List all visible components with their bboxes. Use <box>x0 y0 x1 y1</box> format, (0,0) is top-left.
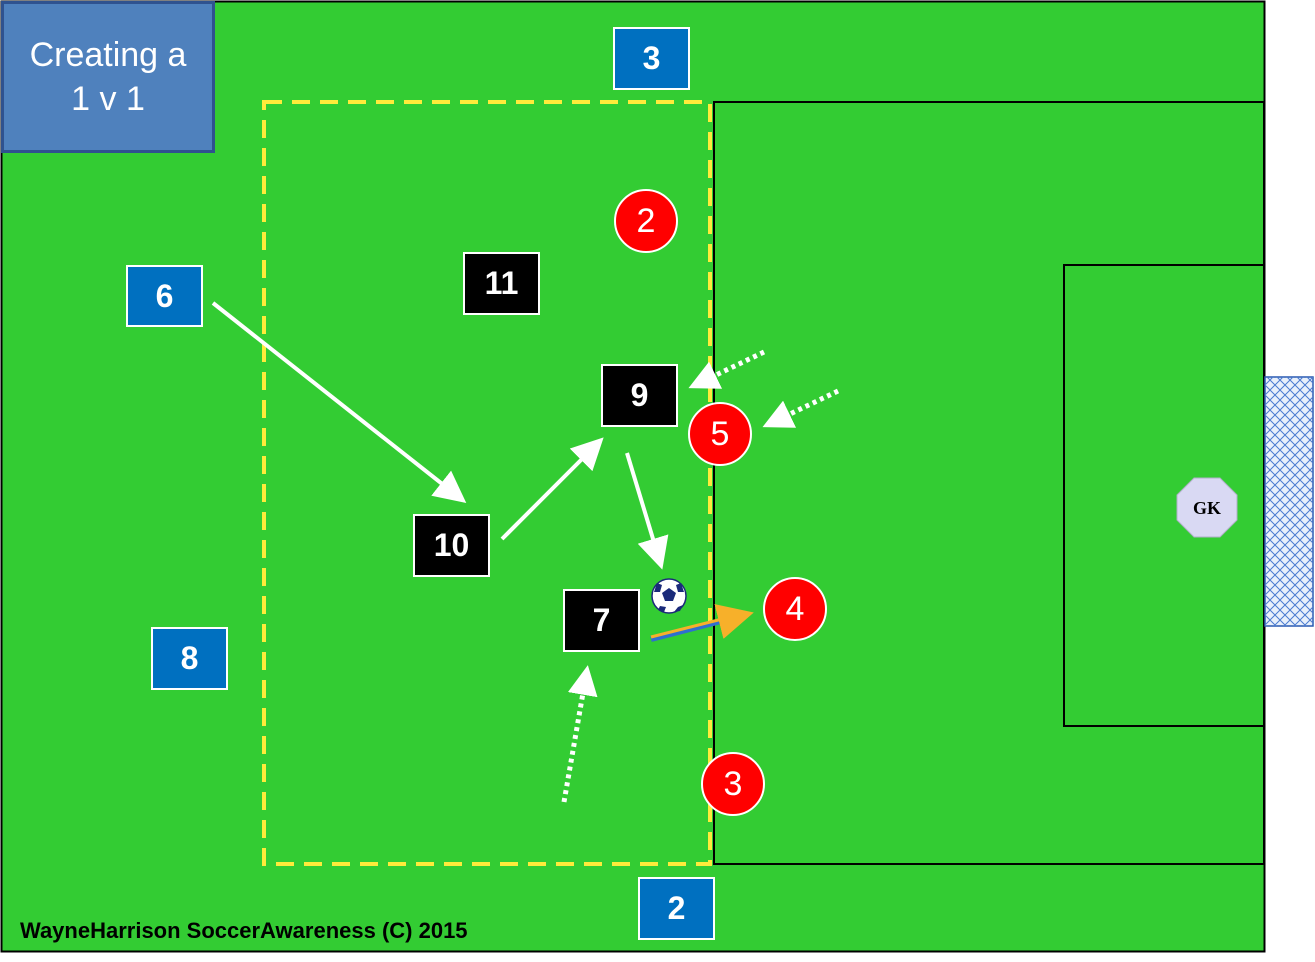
blue-player-8: 8 <box>151 627 228 690</box>
playing-zone <box>262 100 712 866</box>
black-player-9: 9 <box>601 364 678 427</box>
red-player-3: 3 <box>701 752 765 816</box>
pass-arrow-10-to-9 <box>500 437 604 541</box>
blue-player-3: 3 <box>613 27 690 90</box>
title-line-1: Creating a <box>29 36 187 74</box>
soccer-ball-icon <box>651 578 687 614</box>
goalkeeper-marker: GK <box>1176 477 1238 538</box>
dribble-arrow-7 <box>650 604 754 642</box>
six-yard-box <box>1063 264 1265 727</box>
red-player-2: 2 <box>614 189 678 253</box>
run-arrow-7 <box>561 665 598 803</box>
run-arrow-defender-b <box>762 388 840 428</box>
pass-arrow-9-to-ball <box>625 452 669 570</box>
blue-player-6: 6 <box>126 265 203 327</box>
diagram-title: Creating a 1 v 1 <box>1 1 215 153</box>
black-player-11: 11 <box>463 252 540 315</box>
blue-player-2: 2 <box>638 877 715 940</box>
black-player-10: 10 <box>413 514 490 577</box>
goalkeeper-label: GK <box>1193 498 1221 518</box>
red-player-5: 5 <box>688 402 752 466</box>
title-line-2: 1 v 1 <box>71 80 145 118</box>
red-player-4: 4 <box>763 577 827 641</box>
black-player-7: 7 <box>563 589 640 652</box>
pass-arrow-6-to-10 <box>211 301 467 503</box>
run-arrow-defender-a <box>688 349 766 389</box>
copyright-credit: WayneHarrison SoccerAwareness (C) 2015 <box>20 918 468 943</box>
